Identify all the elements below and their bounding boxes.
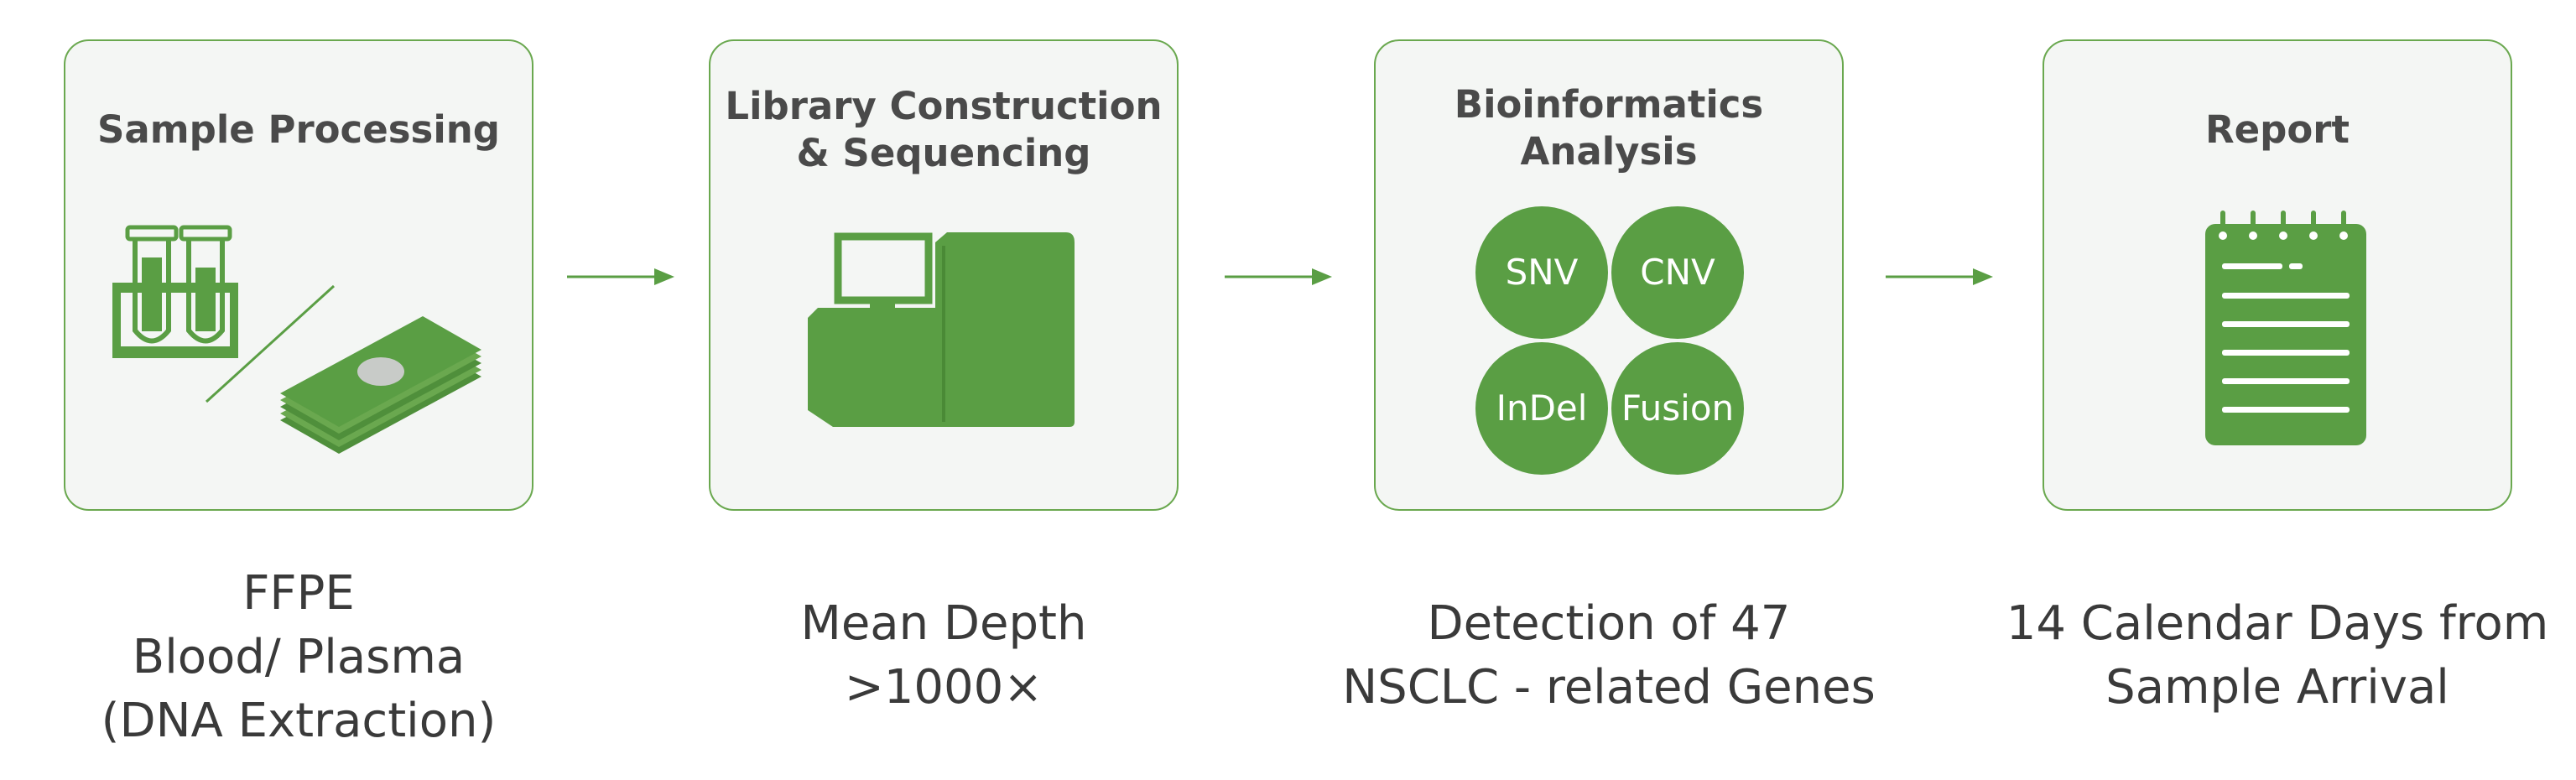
step-caption-sample-processing: FFPE Blood/ Plasma (DNA Extraction) [101, 566, 497, 748]
step-title: Report [2204, 107, 2350, 152]
svg-text:SNV: SNV [1506, 252, 1579, 293]
arrow-icon [1225, 268, 1332, 285]
sequencer-icon [808, 232, 1075, 427]
step-card-library-construction: Library Construction & Sequencing [709, 39, 1179, 511]
step-title: Library Construction & Sequencing [725, 84, 1163, 175]
svg-text:Fusion: Fusion [1621, 387, 1734, 429]
test-tubes-and-slides-icon [112, 225, 481, 454]
bubble-fusion: Fusion [1611, 342, 1744, 475]
step-card-bioinformatics: Bioinformatics Analysis SNV CNV InDel Fu… [1374, 39, 1844, 511]
step-title: Bioinformatics Analysis [1454, 82, 1764, 174]
bubble-indel: InDel [1475, 342, 1608, 475]
step-caption-report: 14 Calendar Days from Sample Arrival [2006, 596, 2549, 715]
bubble-snv: SNV [1475, 206, 1608, 339]
step-caption-bioinformatics: Detection of 47 NSCLC - related Genes [1342, 596, 1876, 715]
step-card-report: Report [2043, 39, 2512, 511]
variant-bubbles-icon: SNV CNV InDel Fusion [1475, 206, 1744, 475]
step-title: Sample Processing [96, 107, 500, 152]
notepad-report-icon [2205, 211, 2366, 445]
step-card-sample-processing: Sample Processing [64, 39, 533, 511]
arrow-icon [1886, 268, 1993, 285]
step-caption-library-construction: Mean Depth >1000× [800, 596, 1087, 715]
svg-text:CNV: CNV [1640, 252, 1715, 293]
arrow-icon [567, 268, 674, 285]
bubble-cnv: CNV [1611, 206, 1744, 339]
svg-text:InDel: InDel [1496, 387, 1588, 429]
